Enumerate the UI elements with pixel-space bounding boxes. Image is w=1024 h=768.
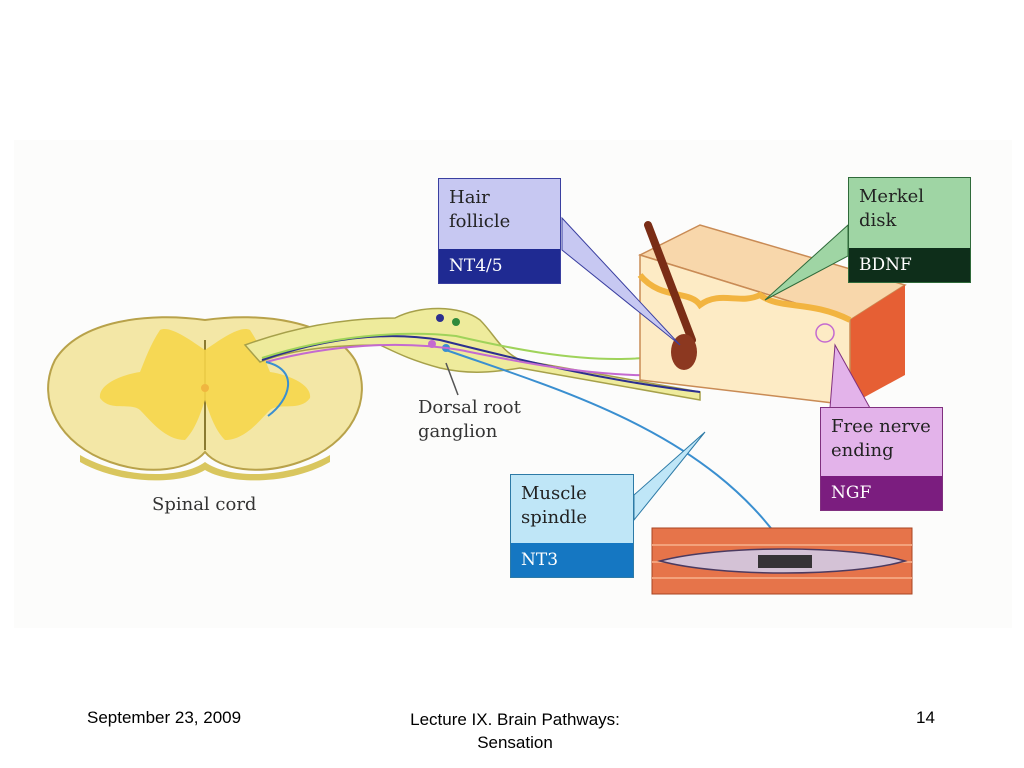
muscle-spindle-label: Muscle spindle [521,483,588,528]
ngf-factor-label: NGF [821,476,942,510]
hair-follicle-pointer [561,216,681,346]
muscle-spindle-callout: Muscle spindle NT3 [510,474,634,578]
merkel-disk-callout: Merkel disk BDNF [848,177,971,283]
nt3-factor-label: NT3 [511,543,633,577]
footer-lecture-title: Lecture IX. Brain Pathways: Sensation [410,710,620,752]
skin-block [637,221,907,406]
hair-follicle-callout: Hair follicle NT4/5 [438,178,561,284]
footer-date: September 23, 2009 [87,708,242,727]
free-nerve-ending-label: Free nerve ending [831,416,931,461]
bdnf-factor-label: BDNF [849,248,970,282]
footer-page-number: 14 [916,708,935,727]
muscle-spindle-block [651,527,913,595]
spinal-cord-label: Spinal cord [152,494,257,515]
muscle-spindle-pointer [633,431,706,522]
nt45-factor-label: NT4/5 [439,249,560,283]
hair-follicle-label: Hair follicle [449,187,511,232]
free-nerve-ending-callout: Free nerve ending NGF [820,407,943,511]
merkel-disk-label: Merkel disk [859,186,925,231]
dorsal-root-ganglion-label: Dorsal root ganglion [418,397,521,442]
